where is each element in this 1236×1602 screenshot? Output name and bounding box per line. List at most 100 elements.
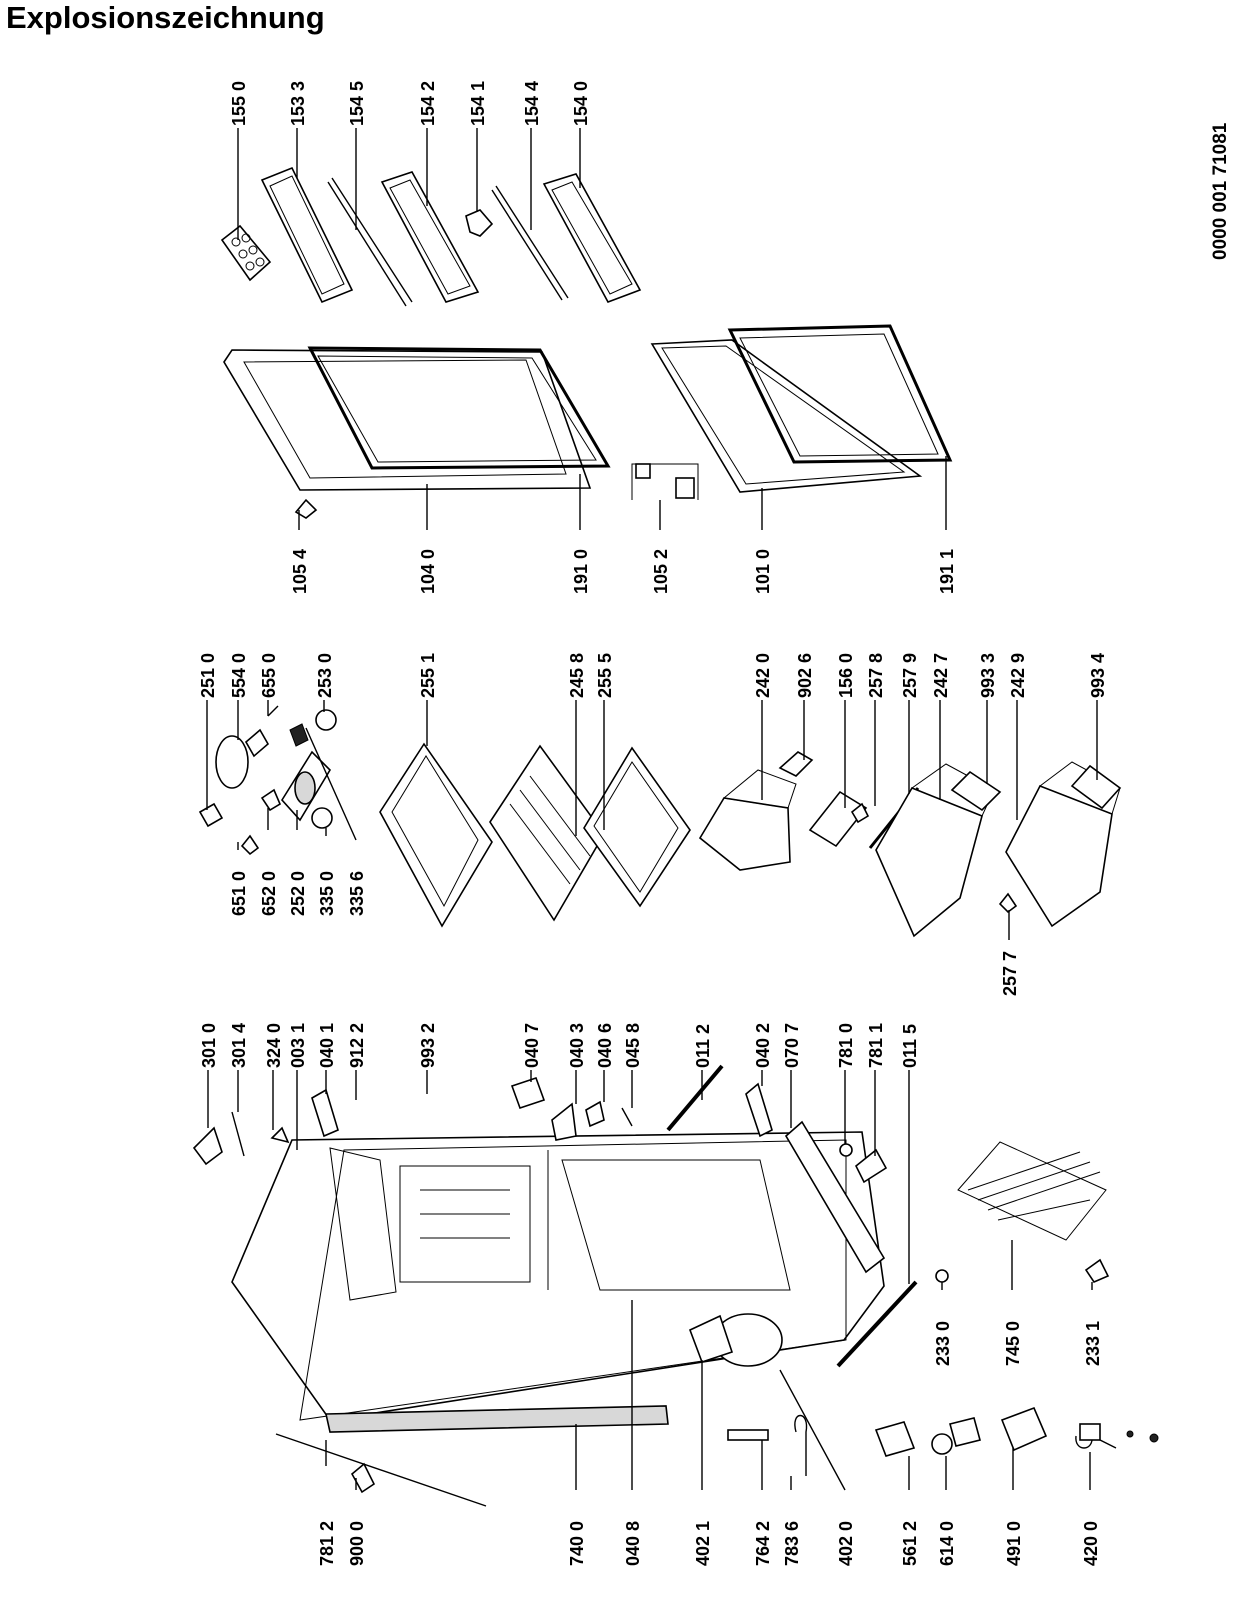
egg-tray-part bbox=[220, 224, 272, 282]
page-title: Explosionszeichnung bbox=[6, 0, 325, 35]
part-label: 257 7 bbox=[1000, 951, 1020, 996]
capillary-part bbox=[794, 1415, 808, 1476]
part-label: 902 6 bbox=[795, 653, 815, 698]
part-label: 154 4 bbox=[522, 81, 542, 126]
part-label: 301 0 bbox=[199, 1023, 219, 1068]
cabinet-part bbox=[231, 1131, 885, 1421]
door-shelf-part bbox=[380, 171, 480, 303]
part-label: 257 9 bbox=[900, 653, 920, 698]
part-label: 335 6 bbox=[347, 871, 367, 916]
bottle-rail-part bbox=[327, 177, 413, 307]
part-label: 154 1 bbox=[468, 81, 488, 126]
drawer-front-part bbox=[1070, 764, 1122, 810]
compressor-part bbox=[688, 1313, 783, 1367]
part-label: 402 0 bbox=[836, 1521, 856, 1566]
part-label: 561 2 bbox=[900, 1521, 920, 1566]
part-label: 153 3 bbox=[288, 81, 308, 126]
bottle-stop-part bbox=[465, 209, 494, 237]
small-parts bbox=[935, 1258, 1110, 1283]
part-label: 783 6 bbox=[782, 1521, 802, 1566]
freezer-drawer-part bbox=[875, 763, 995, 938]
part-label: 242 0 bbox=[753, 653, 773, 698]
pipe-part bbox=[275, 1433, 487, 1507]
part-label: 781 2 bbox=[317, 1521, 337, 1566]
part-label: 251 0 bbox=[198, 653, 218, 698]
glass-shelf-part bbox=[583, 746, 691, 908]
part-label: 105 2 bbox=[651, 549, 671, 594]
part-label: 154 2 bbox=[418, 81, 438, 126]
part-label: 740 0 bbox=[567, 1521, 587, 1566]
part-label: 105 4 bbox=[290, 549, 310, 594]
fridge-door-part bbox=[223, 349, 592, 491]
hinge-set-part bbox=[631, 463, 699, 500]
part-label: 045 8 bbox=[623, 1023, 643, 1068]
part-label: 245 8 bbox=[567, 653, 587, 698]
part-label: 655 0 bbox=[259, 653, 279, 698]
lamp-socket-part bbox=[215, 705, 279, 789]
part-label: 003 1 bbox=[288, 1023, 308, 1068]
part-label: 420 0 bbox=[1081, 1521, 1101, 1566]
part-label: 233 0 bbox=[933, 1321, 953, 1366]
hinge-part bbox=[510, 1076, 633, 1141]
door-gasket-part bbox=[307, 346, 611, 470]
part-label: 651 0 bbox=[229, 871, 249, 916]
drain-part bbox=[836, 1280, 918, 1368]
part-label: 011 5 bbox=[900, 1024, 920, 1068]
light-cover-part bbox=[198, 802, 224, 828]
foot-part bbox=[839, 1143, 888, 1184]
part-label: 993 3 bbox=[978, 653, 998, 698]
small-bracket-part bbox=[850, 802, 870, 824]
flap-part bbox=[778, 751, 814, 777]
ice-container-part bbox=[698, 769, 797, 871]
condenser-part bbox=[325, 1405, 669, 1433]
part-label: 324 0 bbox=[264, 1023, 284, 1068]
part-label: 040 2 bbox=[753, 1023, 773, 1068]
freezer-door-part bbox=[650, 339, 923, 493]
glass-shelf-part bbox=[379, 742, 493, 928]
electrical-parts bbox=[874, 1406, 1159, 1457]
bottle-rail-part bbox=[491, 185, 569, 301]
part-label: 040 3 bbox=[567, 1023, 587, 1068]
part-label: 011 2 bbox=[693, 1024, 713, 1068]
thermostat-housing-part bbox=[281, 723, 333, 829]
part-label: 402 1 bbox=[693, 1521, 713, 1566]
part-label: 900 0 bbox=[347, 1521, 367, 1566]
drawer-front-part bbox=[950, 770, 1002, 812]
part-label: 335 0 bbox=[317, 871, 337, 916]
part-label: 191 1 bbox=[937, 549, 957, 594]
part-label: 242 9 bbox=[1008, 653, 1028, 698]
part-label: 554 0 bbox=[229, 653, 249, 698]
part-label: 101 0 bbox=[753, 549, 773, 594]
part-label: 233 1 bbox=[1083, 1321, 1103, 1366]
part-label: 614 0 bbox=[937, 1521, 957, 1566]
part-label: 257 8 bbox=[866, 653, 886, 698]
door-gasket-part bbox=[727, 324, 953, 464]
part-label: 040 8 bbox=[623, 1521, 643, 1566]
part-label: 191 0 bbox=[571, 549, 591, 594]
part-label: 993 2 bbox=[418, 1023, 438, 1068]
part-label: 912 2 bbox=[347, 1023, 367, 1068]
door-shelf-part bbox=[260, 166, 354, 304]
part-label: 745 0 bbox=[1003, 1321, 1023, 1366]
part-label: 252 0 bbox=[288, 871, 308, 916]
lamp-part bbox=[240, 709, 337, 856]
part-label: 154 5 bbox=[347, 81, 367, 126]
part-label: 040 7 bbox=[522, 1023, 542, 1068]
door-hinge-part bbox=[294, 498, 318, 519]
part-label: 491 0 bbox=[1004, 1521, 1024, 1566]
part-label: 070 7 bbox=[782, 1023, 802, 1068]
part-label: 652 0 bbox=[259, 871, 279, 916]
part-label: 764 2 bbox=[753, 1521, 773, 1566]
filter-dryer-part bbox=[727, 1429, 769, 1441]
ice-tray-part bbox=[808, 790, 868, 848]
part-label: 781 0 bbox=[836, 1023, 856, 1068]
part-label: 040 1 bbox=[317, 1023, 337, 1068]
part-label: 255 1 bbox=[418, 653, 438, 698]
drawer-runner-part bbox=[998, 892, 1018, 914]
base-cover-part bbox=[784, 1120, 886, 1274]
part-label: 104 0 bbox=[418, 549, 438, 594]
part-label: 154 0 bbox=[571, 81, 591, 126]
part-label: 253 0 bbox=[315, 653, 335, 698]
part-label: 156 0 bbox=[836, 653, 856, 698]
